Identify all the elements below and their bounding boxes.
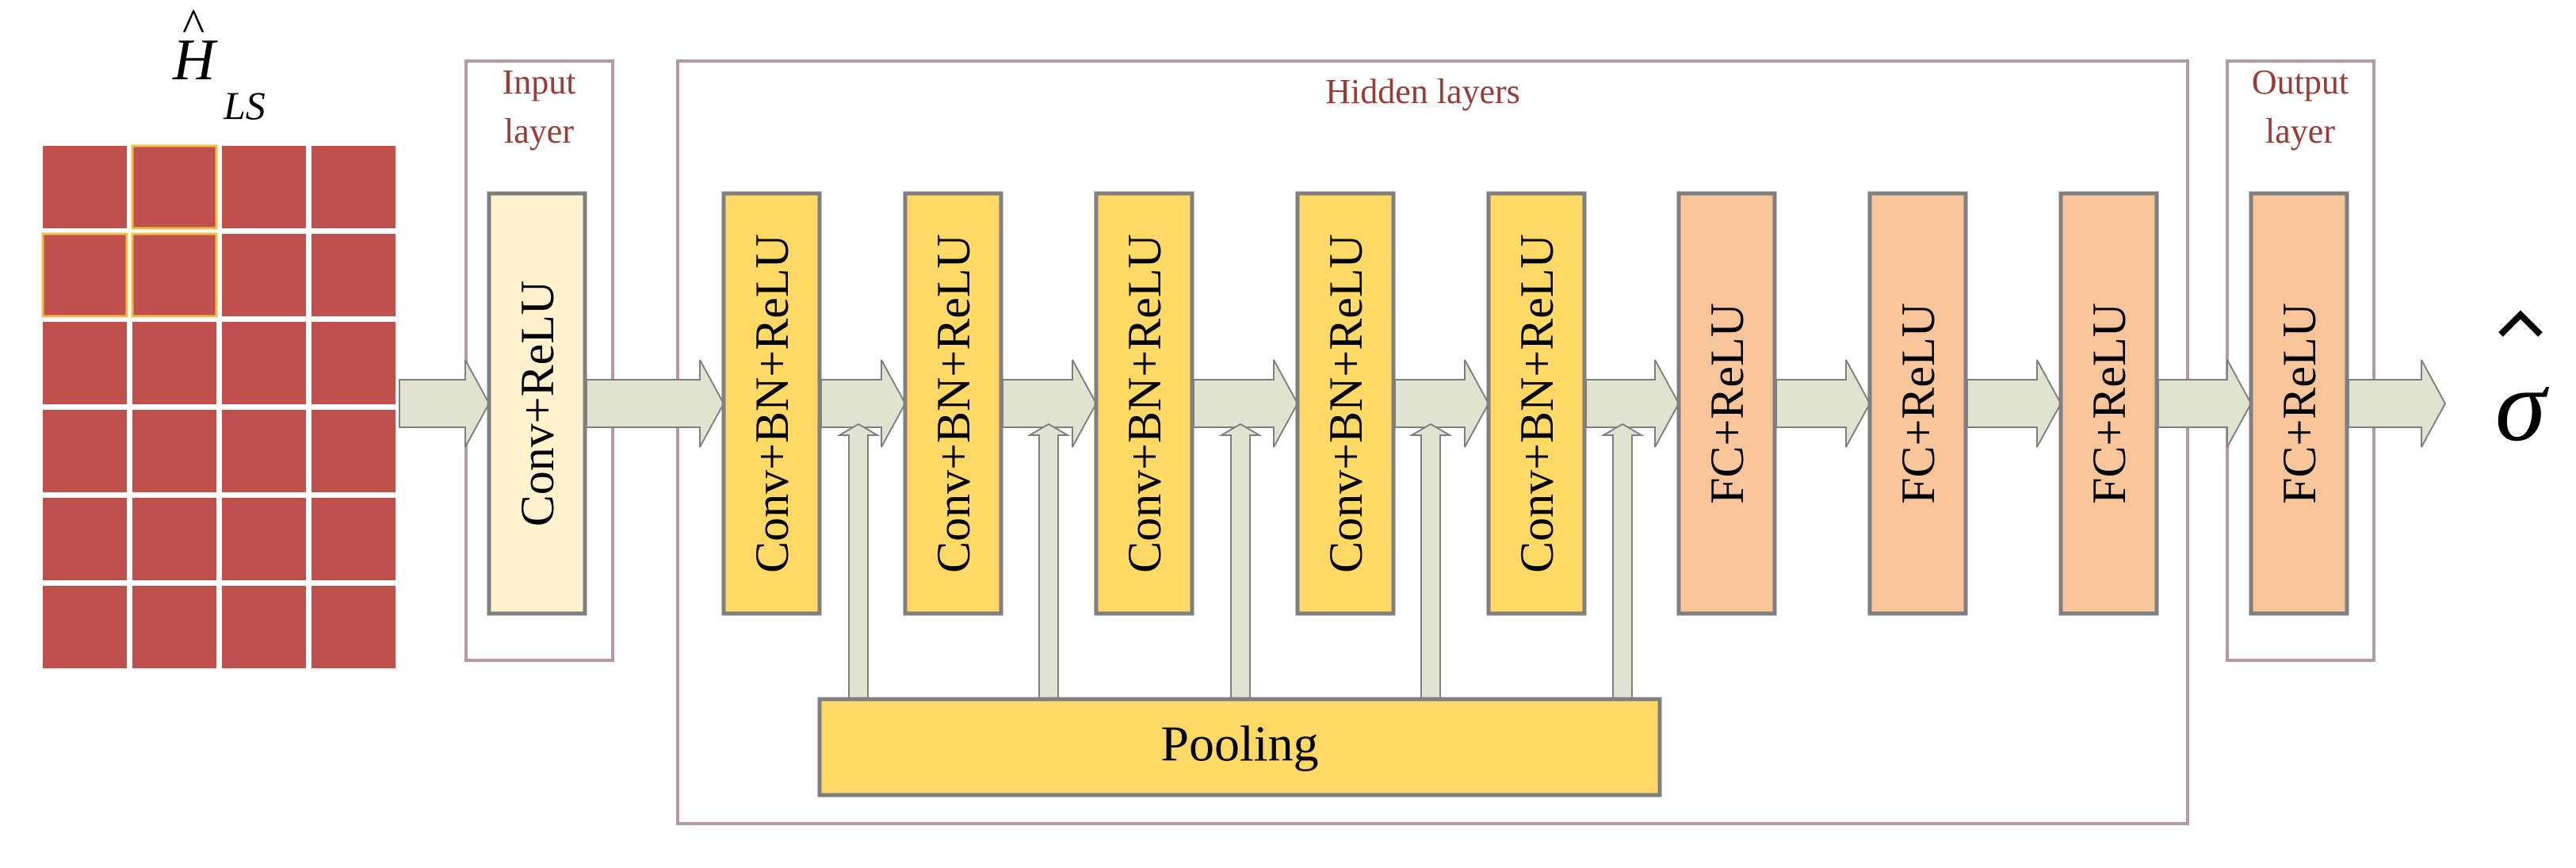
arrows xyxy=(399,359,2447,700)
input-block-label: Conv+ReLU xyxy=(511,281,564,527)
output-symbol: σ xyxy=(2495,310,2550,463)
matrix-cell xyxy=(222,146,306,228)
output-hat-icon xyxy=(2498,310,2543,337)
input-matrix: H ^ LS xyxy=(41,0,396,668)
flow-arrow-6 xyxy=(1394,359,1490,448)
flow-arrow-11 xyxy=(2348,359,2447,448)
matrix-cell xyxy=(43,410,127,492)
matrix-cell xyxy=(311,410,396,492)
matrix-cell xyxy=(222,410,306,492)
conv-block-2: Conv+BN+ReLU xyxy=(903,191,1003,616)
output-block: FC+ReLU xyxy=(2249,191,2349,616)
pooling-block: Pooling xyxy=(817,697,1662,797)
fc-block-3-label: FC+ReLU xyxy=(2083,303,2135,504)
flow-arrow-4 xyxy=(1002,359,1098,448)
matrix-cell xyxy=(43,322,127,404)
output-layer-title-line1: Output xyxy=(2252,63,2349,101)
conv-block-2-label: Conv+BN+ReLU xyxy=(927,234,980,573)
input-layer-title-line2: layer xyxy=(504,112,574,151)
pooling-arrow-3 xyxy=(1218,423,1263,700)
conv-block-1: Conv+BN+ReLU xyxy=(721,191,822,616)
matrix-cell xyxy=(131,144,218,230)
matrix-cell xyxy=(222,234,306,316)
input-layer-title-line1: Input xyxy=(503,63,576,101)
hidden-layers-title: Hidden layers xyxy=(1325,72,1520,111)
pooling-arrow-5 xyxy=(1600,423,1645,700)
conv-block-4: Conv+BN+ReLU xyxy=(1295,191,1396,616)
flow-arrow-9 xyxy=(1966,359,2062,448)
input-block: Conv+ReLU xyxy=(487,191,587,616)
matrix-cell xyxy=(43,586,127,668)
matrix-cell xyxy=(43,146,127,228)
output-block-label: FC+ReLU xyxy=(2273,303,2326,504)
matrix-cell xyxy=(132,322,216,404)
matrix-cell xyxy=(132,586,216,668)
conv-block-4-label: Conv+BN+ReLU xyxy=(1320,234,1372,573)
fc-block-1: FC+ReLU xyxy=(1676,191,1777,616)
pooling-arrow-2 xyxy=(1026,423,1071,700)
conv-block-3: Conv+BN+ReLU xyxy=(1094,191,1194,616)
conv-block-3-label: Conv+BN+ReLU xyxy=(1118,234,1171,573)
matrix-hat: ^ xyxy=(182,0,204,52)
fc-block-1-label: FC+ReLU xyxy=(1701,303,1753,504)
matrix-cell xyxy=(311,146,396,228)
matrix-subscript: LS xyxy=(223,83,266,128)
matrix-cell xyxy=(222,586,306,668)
flow-arrow-1 xyxy=(399,359,491,448)
pooling-arrow-1 xyxy=(836,423,881,700)
conv-block-5-label: Conv+BN+ReLU xyxy=(1511,234,1563,573)
fc-block-2: FC+ReLU xyxy=(1867,191,1968,616)
conv-block-1-label: Conv+BN+ReLU xyxy=(746,234,798,573)
matrix-cell xyxy=(222,498,306,580)
flow-arrow-2 xyxy=(586,359,725,448)
matrix-cell xyxy=(131,232,218,318)
matrix-cell xyxy=(41,232,128,318)
matrix-cell xyxy=(132,498,216,580)
pooling-arrow-4 xyxy=(1408,423,1453,700)
flow-arrow-5 xyxy=(1193,359,1299,448)
matrix-cell xyxy=(43,498,127,580)
fc-block-2-label: FC+ReLU xyxy=(1892,303,1944,504)
fc-block-3: FC+ReLU xyxy=(2058,191,2159,616)
flow-arrow-10 xyxy=(2157,359,2253,448)
flow-arrow-3 xyxy=(820,359,907,448)
matrix-cell xyxy=(311,322,396,404)
flow-arrow-8 xyxy=(1775,359,1871,448)
matrix-symbol: H xyxy=(172,28,218,93)
conv-block-5: Conv+BN+ReLU xyxy=(1486,191,1587,616)
matrix-cell xyxy=(132,410,216,492)
output-layer-title-line2: layer xyxy=(2265,112,2335,151)
matrix-cell xyxy=(311,586,396,668)
matrix-cell xyxy=(222,322,306,404)
matrix-cell xyxy=(311,234,396,316)
flow-arrow-7 xyxy=(1585,359,1680,448)
output-sigma: σ xyxy=(2495,349,2550,463)
matrix-cell xyxy=(311,498,396,580)
pooling-block-label: Pooling xyxy=(1160,716,1318,772)
hidden-layers-frame xyxy=(676,59,2189,825)
